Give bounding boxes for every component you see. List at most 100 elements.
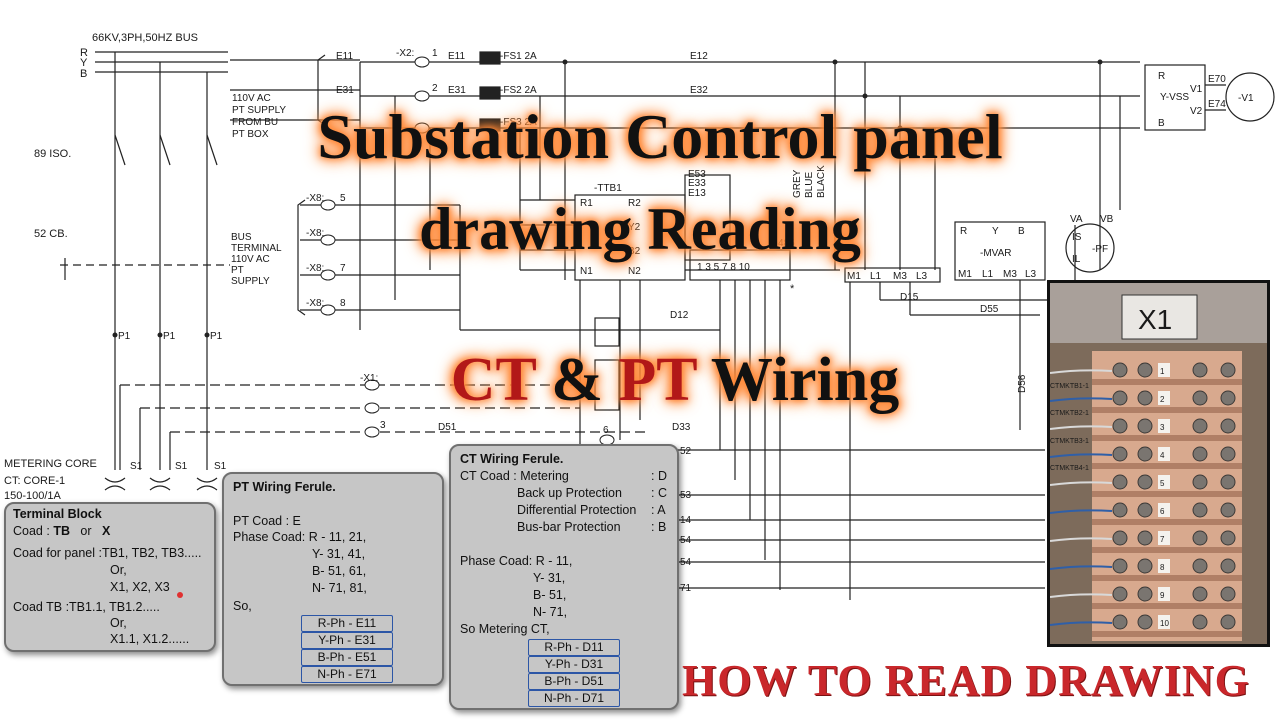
p1-label-y: P1	[163, 331, 176, 342]
x2-label: -X2:	[396, 48, 414, 59]
ct-coad-busbar: Bus-bar Protection	[517, 520, 621, 534]
pt-phase-b: B- 51, 61,	[312, 564, 367, 578]
ct-coad-backup: Back up Protection	[517, 486, 622, 500]
ttb-n1: N1	[580, 266, 593, 277]
right-num-6: 71	[680, 583, 692, 594]
panel-coad-line: Coad for panel :TB1, TB2, TB3.....	[13, 546, 202, 560]
mvar-r: R	[960, 226, 967, 237]
fuse-fs2: -FS2 2A	[500, 85, 537, 96]
phase-y-label: Y	[80, 57, 88, 69]
ttb-b2: B2	[628, 246, 641, 257]
mvar-l1: L1	[982, 269, 994, 280]
wire-e70: E70	[1208, 74, 1226, 85]
terminal-1: 1	[432, 48, 438, 59]
meter-m1: M1	[847, 271, 861, 282]
footer-banner: HOW TO READ DRAWING	[682, 656, 1250, 705]
color-black: BLACK	[816, 165, 827, 198]
pt-pill-n: N-Ph - E71	[301, 666, 393, 683]
terminal-5: 5	[340, 193, 346, 204]
ct-phase-b: B- 51,	[533, 588, 567, 602]
vss-v1: V1	[1190, 84, 1203, 95]
ttb1-label: -TTB1	[594, 183, 622, 194]
x8-label-3: -X8:	[306, 263, 324, 274]
ct-code-b: : B	[651, 520, 667, 534]
ct-wiring-panel: CT Wiring Ferule. CT Coad : Metering : D…	[449, 444, 679, 710]
photo-terminal-number: 2	[1160, 395, 1165, 404]
photo-terminal-row: 5	[1050, 474, 1242, 497]
pt-wiring-heading: PT Wiring Ferule.	[233, 480, 336, 494]
photo-side-1: CTMKTB1-1	[1050, 383, 1089, 390]
coad-prefix: Coad :	[13, 524, 54, 538]
fuse-fs1: -FS1 2A	[500, 51, 537, 62]
pt-supply-2: PT SUPPLY	[232, 105, 286, 116]
tb-coad-or: Or,	[110, 616, 127, 630]
phase-b-label: B	[80, 68, 87, 80]
metering-core-label: METERING CORE	[4, 458, 97, 470]
ct-coad-metering: CT Coad : Metering	[460, 469, 569, 483]
ct-phase-n: N- 71,	[533, 605, 568, 619]
photo-terminal-row: 2	[1050, 390, 1242, 413]
terminal-block-coad: Coad : TB or X	[13, 524, 110, 538]
vss-v2: V2	[1190, 106, 1203, 117]
right-num-1: 52	[680, 446, 692, 457]
terminal-7: 7	[340, 263, 346, 274]
x8-label-2: -X8:	[306, 228, 324, 239]
wire-d12: D12	[670, 310, 689, 321]
panel-coad-or: Or,	[110, 563, 127, 577]
pf-vb: VB	[1100, 214, 1114, 225]
fuse-fs3: -FS3 2A	[500, 117, 537, 128]
ct-pill-b: B-Ph - D51	[528, 673, 620, 690]
panel-coad-x: X1, X2, X3	[110, 580, 170, 594]
pt-supply-4: PT BOX	[232, 129, 269, 140]
wire-e12: E12	[690, 51, 708, 62]
photo-side-2: CTMKTB2-1	[1050, 410, 1089, 417]
photo-terminal-row: 8	[1050, 558, 1242, 581]
bus-terminal-5: SUPPLY	[231, 276, 270, 287]
tb-coad-x: X1.1, X1.2......	[110, 632, 190, 646]
mvar-b: B	[1018, 226, 1025, 237]
wire-e31b: E31	[448, 85, 466, 96]
pt-pill-b: B-Ph - E51	[301, 649, 393, 666]
star-mark: *	[790, 283, 795, 295]
ttb-r1: R1	[580, 198, 593, 209]
x8-label-1: -X8:	[306, 193, 324, 204]
coad-x: X	[101, 524, 111, 538]
vss-label: Y-VSS	[1160, 92, 1189, 103]
coad-or: or	[80, 524, 92, 538]
tb-coad-line: Coad TB :TB1.1, TB1.2.....	[13, 600, 160, 614]
title-line-2: drawing Reading	[419, 196, 861, 262]
photo-terminal-row: 3	[1050, 418, 1242, 441]
mvar-y: Y	[992, 226, 999, 237]
wire-e11: E11	[336, 51, 353, 62]
photo-terminal-number: 6	[1160, 507, 1165, 516]
ttb-n2: N2	[628, 266, 641, 277]
wire-d56: D56	[1017, 374, 1028, 393]
ct-coad-differential: Differential Protection	[517, 503, 637, 517]
wire-d51: D51	[438, 422, 457, 433]
wire-d33: D33	[672, 422, 691, 433]
color-grey: GREY	[792, 169, 803, 198]
meter-l3: L3	[916, 271, 928, 282]
ct-wiring-heading: CT Wiring Ferule.	[460, 452, 564, 466]
right-num-3: 14	[680, 515, 692, 526]
terminal-block-panel: Terminal Block Coad : TB or X Coad for p…	[4, 502, 216, 652]
p1-label-b: P1	[210, 331, 223, 342]
wire-e33: E33	[688, 178, 706, 189]
ct-pill-r: R-Ph - D11	[528, 639, 620, 656]
photo-tag: X1	[1138, 304, 1172, 335]
wire-d55: D55	[980, 304, 999, 315]
terminal-2: 2	[432, 83, 438, 94]
title-wiring: Wiring	[710, 346, 900, 414]
mvar-m1: M1	[958, 269, 972, 280]
photo-terminal-row: 4	[1050, 446, 1242, 469]
wire-d15: D15	[900, 292, 919, 303]
v1-label: -V1	[1238, 93, 1254, 104]
photo-terminal-number: 10	[1160, 619, 1169, 628]
meter-l1: L1	[870, 271, 882, 282]
x8-label-4: -X8:	[306, 298, 324, 309]
pt-coad: PT Coad : E	[233, 514, 301, 528]
pf-label: -PF	[1092, 244, 1108, 255]
pt-phase-n: N- 71, 81,	[312, 581, 367, 595]
